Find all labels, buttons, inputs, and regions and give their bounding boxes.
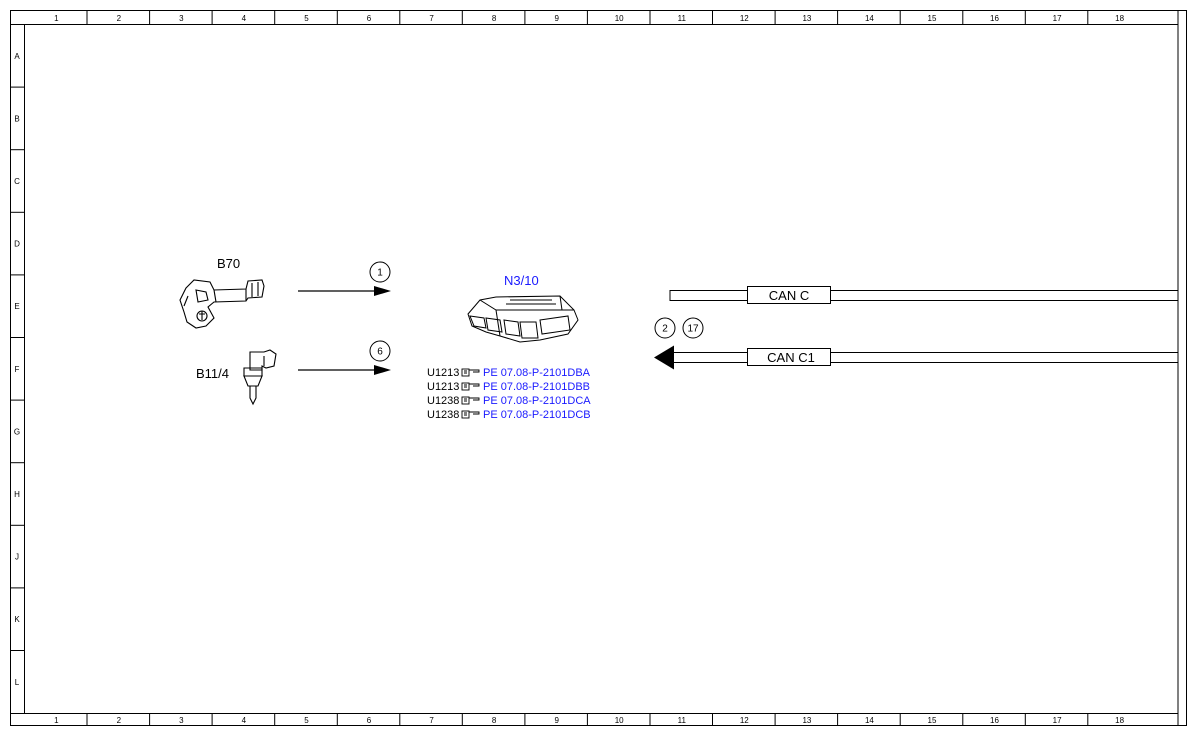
document-reference-link[interactable]: PE 07.08-P-2101DCA [483, 395, 591, 407]
fault-code: U1213 [427, 367, 459, 379]
can-c1-bus: CAN C1 [654, 345, 1179, 370]
row-label-C: C [14, 177, 20, 186]
row-label-F: F [15, 365, 20, 374]
fault-reference-row: U1213 PE 07.08-P-2101DBB [427, 381, 590, 393]
signal-arrow-b70 [298, 286, 391, 296]
row-label-D: D [14, 240, 20, 249]
can-c1-label-box [747, 348, 831, 366]
document-reference-link[interactable]: PE 07.08-P-2101DBA [483, 367, 591, 379]
column-label-top-6: 6 [367, 14, 372, 23]
column-ruler: 1122334455667788991010111112121313141415… [54, 10, 1125, 726]
column-label-top-9: 9 [554, 14, 559, 23]
pointing-hand-icon[interactable] [461, 382, 480, 391]
pointing-hand-icon[interactable] [461, 368, 480, 377]
svg-text:1: 1 [377, 268, 383, 279]
column-label-bottom-13: 13 [802, 716, 811, 725]
row-label-J: J [15, 553, 19, 562]
row-label-A: A [14, 52, 20, 61]
component-b70[interactable]: B70 [179, 256, 265, 329]
column-label-bottom-2: 2 [117, 716, 122, 725]
can-c-bus: CAN C [669, 286, 1179, 304]
column-label-top-1: 1 [54, 14, 59, 23]
column-label-top-3: 3 [179, 14, 184, 23]
svg-text:17: 17 [687, 324, 699, 335]
column-label-bottom-16: 16 [990, 716, 999, 725]
column-label-top-17: 17 [1053, 14, 1062, 23]
row-label-G: G [14, 427, 20, 436]
engine-control-unit-icon [467, 295, 579, 343]
column-label-bottom-12: 12 [740, 716, 749, 725]
row-ruler: A B C D E F G H J K L [10, 52, 24, 687]
can-c-label-box [747, 286, 831, 304]
signal-arrow-b11-4 [298, 365, 391, 375]
can-c1-arrowhead [654, 345, 674, 370]
fault-code: U1238 [427, 395, 459, 407]
column-label-bottom-5: 5 [304, 716, 309, 725]
column-label-bottom-6: 6 [367, 716, 372, 725]
svg-text:2: 2 [662, 324, 668, 335]
column-label-top-18: 18 [1115, 14, 1124, 23]
signal-marker-17[interactable]: 17 [682, 317, 704, 339]
column-label-top-10: 10 [615, 14, 624, 23]
column-label-top-15: 15 [928, 14, 937, 23]
fault-reference-list: U1213 PE 07.08-P-2101DBA U1213 PE 07.08-P-2… [427, 367, 591, 421]
svg-text:6: 6 [377, 347, 383, 358]
can-c-label: CAN C [769, 288, 809, 303]
fault-reference-row: U1238 PE 07.08-P-2101DCB [427, 409, 591, 421]
column-label-top-16: 16 [990, 14, 999, 23]
row-label-H: H [14, 490, 20, 499]
b70-label: B70 [217, 256, 240, 271]
column-label-bottom-8: 8 [492, 716, 497, 725]
column-label-bottom-17: 17 [1053, 716, 1062, 725]
row-label-L: L [15, 678, 20, 687]
pointing-hand-icon[interactable] [461, 396, 480, 405]
fault-reference-row: U1213 PE 07.08-P-2101DBA [427, 367, 591, 379]
column-label-bottom-10: 10 [615, 716, 624, 725]
column-label-bottom-3: 3 [179, 716, 184, 725]
document-reference-link[interactable]: PE 07.08-P-2101DBB [483, 381, 590, 393]
column-label-top-2: 2 [117, 14, 122, 23]
crankshaft-sensor-icon [179, 279, 265, 329]
sheet-frame [10, 10, 1187, 726]
b11-4-label: B11/4 [196, 366, 229, 381]
coolant-temp-sensor-icon [243, 349, 277, 406]
n3-10-label[interactable]: N3/10 [504, 273, 539, 288]
fault-code: U1238 [427, 409, 459, 421]
column-label-top-11: 11 [678, 14, 687, 23]
row-label-B: B [14, 114, 19, 123]
column-label-top-8: 8 [492, 14, 497, 23]
column-label-bottom-11: 11 [678, 716, 687, 725]
column-label-bottom-14: 14 [865, 716, 874, 725]
column-label-top-13: 13 [802, 14, 811, 23]
document-reference-link[interactable]: PE 07.08-P-2101DCB [483, 409, 591, 421]
column-label-bottom-15: 15 [928, 716, 937, 725]
column-label-top-7: 7 [429, 14, 434, 23]
signal-marker-2[interactable]: 2 [654, 317, 676, 339]
fault-code: U1213 [427, 381, 459, 393]
row-label-E: E [14, 302, 19, 311]
column-label-bottom-1: 1 [54, 716, 59, 725]
component-b11-4[interactable]: B11/4 [196, 349, 277, 406]
row-label-K: K [14, 615, 20, 624]
column-label-bottom-18: 18 [1115, 716, 1124, 725]
column-label-top-12: 12 [740, 14, 749, 23]
signal-marker-6[interactable]: 6 [369, 340, 391, 362]
column-label-bottom-9: 9 [554, 716, 559, 725]
fault-reference-row: U1238 PE 07.08-P-2101DCA [427, 395, 591, 407]
column-label-top-5: 5 [304, 14, 309, 23]
column-label-bottom-7: 7 [429, 716, 434, 725]
pointing-hand-icon[interactable] [461, 410, 480, 419]
column-label-top-14: 14 [865, 14, 874, 23]
component-n3-10[interactable]: N3/10 [467, 273, 579, 343]
column-label-bottom-4: 4 [242, 716, 247, 725]
can-c1-label: CAN C1 [767, 350, 815, 365]
signal-marker-1[interactable]: 1 [369, 261, 391, 283]
column-label-top-4: 4 [242, 14, 247, 23]
